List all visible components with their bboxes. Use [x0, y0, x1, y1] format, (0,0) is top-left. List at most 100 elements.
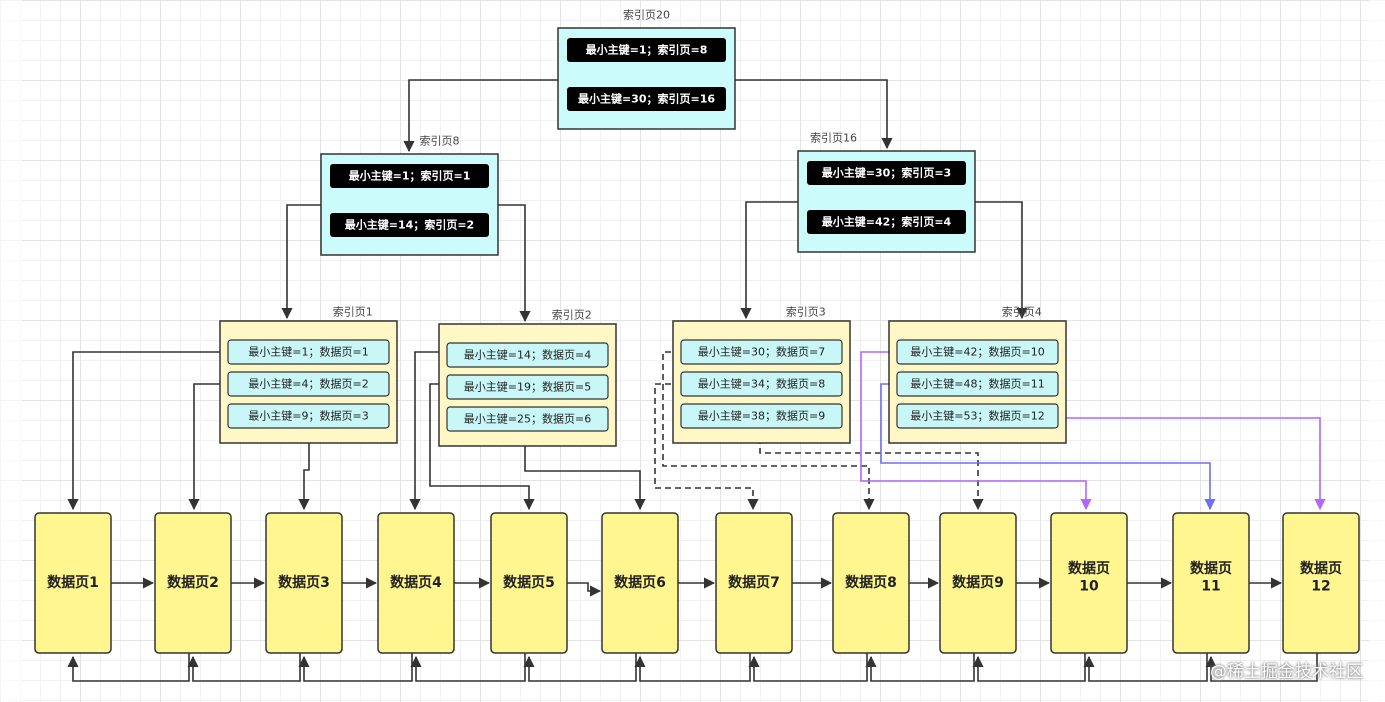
data-page-7 [715, 512, 793, 654]
tree-nodes: 索引页20 最小主键=1；索引页=8 最小主键=30；索引页=16 索引页8 最小主键=… [219, 8, 1067, 447]
mid-index-page-2-title: 索引页16 [810, 131, 857, 145]
root-index-page-row-1 [567, 38, 726, 62]
edge-mid2-to-leaf4 [966, 201, 1028, 320]
edge-leaf2-dp6 [524, 428, 646, 511]
leaf-index-page-4-row-label-2: 最小主键=48；数据页=11 [910, 377, 1044, 391]
data-page-9 [939, 512, 1017, 654]
root-index-page-row-2 [567, 87, 726, 111]
leaf-index-page-4-row-3 [896, 403, 1059, 429]
leaf-index-page-3-row-2 [680, 371, 843, 397]
edge-leaf1-dp3 [298, 428, 310, 511]
link-prev-11 [1083, 653, 1208, 682]
edge-leaf4-dp11 [880, 383, 1216, 511]
mid-index-page-1-row-2 [330, 213, 489, 237]
mid-index-page-1-title: 索引页8 [420, 134, 460, 148]
edge-mid1-to-leaf1 [281, 204, 330, 320]
data-page-1 [34, 512, 112, 654]
leaf-index-page-3-row-1 [680, 339, 843, 365]
leaf-index-page-3-row-label-2: 最小主键=34；数据页=8 [698, 377, 825, 391]
mid-index-page-1-row-label-2: 最小主键=14；索引页=2 [345, 218, 474, 232]
leaf-index-page-3-row-3 [680, 403, 843, 429]
leaf-index-page-1-row-label-2: 最小主键=4；数据页=2 [248, 377, 368, 391]
link-prev-4 [298, 653, 413, 682]
leaf-index-page-2-row-1 [446, 342, 609, 368]
edge-leaf4-dp12 [1058, 417, 1326, 511]
data-page-label-6: 数据页6 [614, 574, 666, 591]
data-page-label-7: 数据页7 [728, 574, 780, 591]
link-prev-5 [410, 653, 526, 682]
root-index-page-row-label-1: 最小主键=1；索引页=8 [586, 43, 708, 57]
leaf-index-page-4-row-2 [896, 371, 1059, 397]
leaf-index-page-4-row-label-3: 最小主键=53；数据页=12 [910, 409, 1044, 423]
data-page-label-9: 数据页9 [952, 574, 1004, 591]
edge-mid1-to-leaf2 [490, 204, 531, 323]
edge-leaf1-dp2 [188, 383, 228, 511]
leaf-index-page-3-row-label-3: 最小主键=38；数据页=9 [698, 409, 825, 423]
leaf-index-page-4-row-label-1: 最小主键=42；数据页=10 [910, 345, 1044, 359]
mid-index-page-2-row-2 [807, 210, 966, 234]
leaf-index-page-1-row-label-1: 最小主键=1；数据页=1 [248, 345, 368, 359]
edge-root-to-mid2 [728, 79, 893, 150]
mid-index-page-1-row-label-1: 最小主键=1；索引页=1 [349, 169, 471, 183]
link-prev-3 [187, 653, 301, 682]
link-prev-2 [67, 653, 190, 682]
edge-leaf4-dp10 [860, 351, 1092, 511]
edge-mid2-to-leaf3 [740, 201, 806, 320]
watermark: @稀土掘金技术社区 [1210, 662, 1363, 682]
root-index-page-row-label-2: 最小主键=30；索引页=16 [578, 92, 715, 106]
data-page-4 [377, 512, 455, 654]
edge-leaf2-dp4 [409, 351, 447, 511]
data-page-label-5: 数据页5 [503, 574, 555, 591]
edge-leaf3-dp7 [654, 383, 759, 511]
leaf-index-page-2-row-label-1: 最小主键=14；数据页=4 [464, 348, 591, 362]
link-next-5 [567, 582, 602, 597]
data-page-label-4: 数据页4 [390, 574, 442, 591]
leaf-index-page-1-row-1 [227, 339, 390, 365]
leaf-index-page-2-row-label-2: 最小主键=19；数据页=5 [464, 380, 591, 394]
data-page-8 [832, 512, 910, 654]
data-page-3 [265, 512, 343, 654]
data-page-2 [154, 512, 232, 654]
root-index-page-title: 索引页20 [623, 8, 670, 22]
leaf-index-page-2-row-2 [446, 374, 609, 400]
leaf-index-page-1-row-2 [227, 371, 390, 397]
data-page-6 [601, 512, 679, 654]
edge-leaf2-dp5 [429, 383, 535, 511]
data-page-11 [1172, 512, 1250, 654]
leaf-index-page-3-row-label-1: 最小主键=30；数据页=7 [698, 345, 825, 359]
data-page-label-8: 数据页8 [845, 574, 897, 591]
data-page-12 [1282, 512, 1360, 654]
mid-index-page-2-row-1 [807, 161, 966, 185]
data-page-10 [1050, 512, 1128, 654]
data-page-label-1: 数据页1 [47, 574, 99, 591]
left-gutter [0, 0, 22, 702]
edge-leaf1-dp1 [67, 351, 228, 511]
leaf-index-page-1-title: 索引页1 [333, 305, 373, 319]
edge-root-to-mid1 [403, 79, 567, 153]
mid-index-page-2-row-label-2: 最小主键=42；索引页=4 [822, 215, 952, 229]
leaf-index-page-2-row-label-3: 最小主键=25；数据页=6 [464, 412, 591, 426]
link-prev-6 [523, 653, 637, 682]
link-prev-9 [865, 653, 975, 682]
link-prev-10 [972, 653, 1086, 682]
leaf-index-page-2-row-3 [446, 406, 609, 432]
connector-lines [67, 79, 1326, 682]
leaf-index-page-3-title: 索引页3 [786, 305, 826, 319]
mid-index-page-1-row-1 [330, 164, 489, 188]
link-prev-7 [634, 653, 751, 682]
mid-index-page-2-row-label-1: 最小主键=30；索引页=3 [822, 166, 951, 180]
leaf-index-page-1-row-label-3: 最小主键=9；数据页=3 [248, 409, 368, 423]
right-edge [1369, 0, 1385, 702]
data-page-5 [490, 512, 568, 654]
leaf-index-page-4-row-1 [896, 339, 1059, 365]
link-prev-8 [748, 653, 868, 682]
data-page-label-3: 数据页3 [278, 574, 330, 591]
leaf-index-page-4-title: 索引页4 [1002, 305, 1042, 319]
leaf-index-page-2-title: 索引页2 [552, 308, 592, 322]
data-page-label-2: 数据页2 [167, 574, 219, 591]
